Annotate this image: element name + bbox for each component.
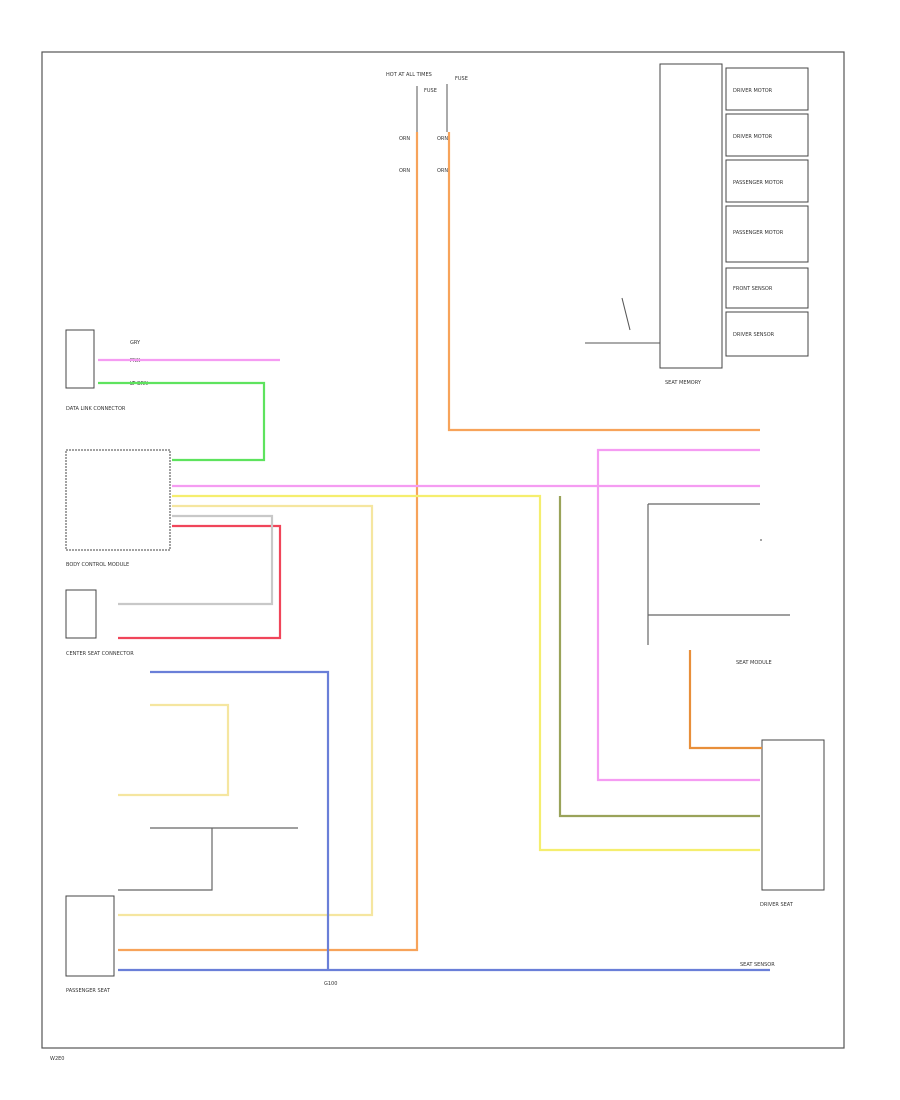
module-item-label-4: PASSENGER MOTOR: [733, 230, 784, 236]
right-top-label: SEAT MEMORY: [665, 380, 702, 386]
module-item-3: [725, 159, 809, 203]
wire-pink-vert: [596, 448, 760, 782]
wire-grey-a: [118, 514, 274, 606]
module-item-label-5: FRONT SENSOR: [733, 286, 773, 292]
wire-light-yellow-a: [118, 504, 374, 917]
ground-label: G100: [324, 981, 337, 987]
black-wire-4: [118, 828, 213, 891]
wire-light-yellow-b: [118, 703, 230, 797]
header-wire-2: ORN: [437, 136, 448, 142]
bcm-label: BODY CONTROL MODULE: [66, 562, 129, 568]
diagram-frame: [41, 51, 845, 1049]
right-module: [659, 63, 723, 369]
wire-olive-line: [558, 496, 760, 818]
dlc-label: DATA LINK CONNECTOR: [66, 406, 126, 412]
wire-green-loop: [98, 381, 266, 462]
wire-blue-top: [150, 670, 330, 970]
module-item-5: [725, 267, 809, 309]
module-item-6: [725, 311, 809, 357]
module-item-1: [725, 67, 809, 111]
wire-dk-orange: [688, 650, 762, 750]
module-item-2: [725, 113, 809, 157]
wires-group: [98, 132, 790, 972]
module-item-label-1: DRIVER MOTOR: [733, 88, 773, 94]
passenger-seat-label: PASSENGER SEAT: [66, 988, 111, 994]
top-fuse-label: HOT AT ALL TIMES: [386, 72, 432, 78]
module-item-label-6: DRIVER SENSOR: [733, 332, 775, 338]
right-module-label: SEAT MODULE: [736, 660, 772, 666]
module-switch-line: [621, 297, 631, 331]
right-bottom-label: SEAT SENSOR: [740, 962, 775, 968]
center-connector-label: CENTER SEAT CONNECTOR: [66, 651, 134, 657]
footer-code: W2E0: [50, 1056, 64, 1062]
module-item-label-2: DRIVER MOTOR: [733, 134, 773, 140]
wire-orange-main: [118, 132, 419, 952]
bcm-box: [65, 449, 171, 551]
fuse-b-label: FUSE: [455, 76, 468, 82]
dlc-wire-gry: GRY: [130, 340, 141, 346]
module-item-label-3: PASSENGER MOTOR: [733, 180, 784, 186]
driver-seat-label: DRIVER SEAT: [760, 902, 794, 908]
driver-seat-module: [761, 739, 825, 891]
fuse-a-label: FUSE: [424, 88, 437, 94]
passenger-seat-switch: [65, 895, 115, 977]
header-wire-3: ORN: [399, 168, 410, 174]
center-connector: [65, 589, 97, 639]
dlc-connector: [65, 329, 95, 389]
wire-orange-right: [447, 132, 760, 432]
header-wire-1: ORN: [399, 136, 410, 142]
wire-red-loop: [118, 524, 282, 640]
module-item-4: [725, 205, 809, 263]
wire-yellow-main: [172, 494, 760, 852]
header-wire-4: ORN: [437, 168, 448, 174]
